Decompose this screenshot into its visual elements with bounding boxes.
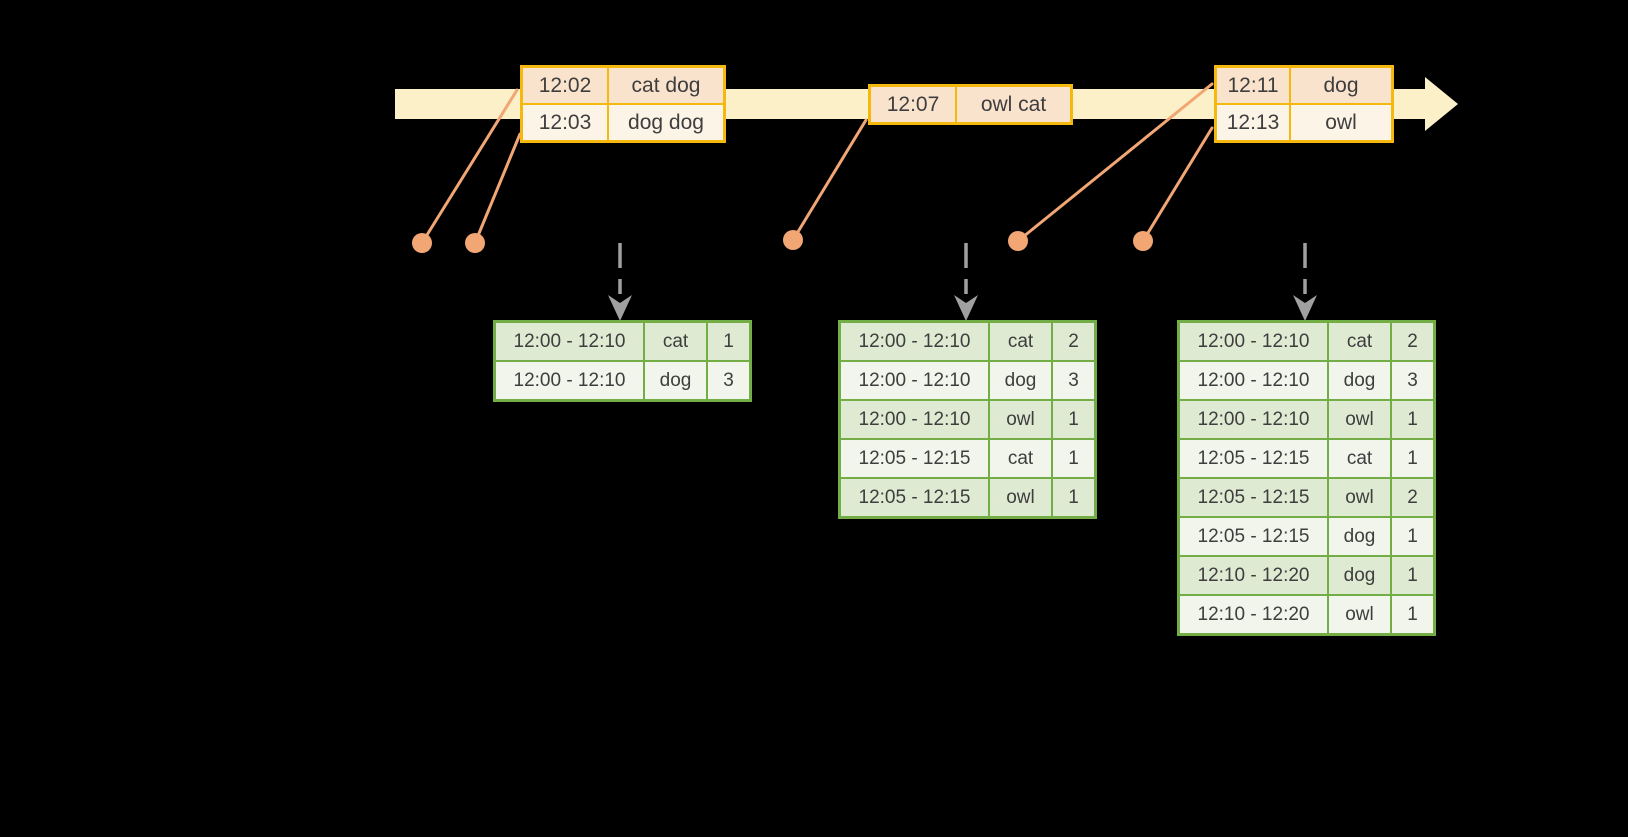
result-cell-window: 12:00 - 12:10 [496, 323, 643, 360]
result-cell-count: 2 [1392, 479, 1433, 516]
event-pointer-line [1016, 82, 1214, 243]
result-cell-count: 1 [1053, 440, 1094, 477]
event-cell-words: dog dog [609, 105, 723, 140]
result-cell-word: cat [645, 323, 706, 360]
result-cell-window: 12:00 - 12:10 [841, 401, 988, 438]
result-cell-word: dog [1329, 557, 1390, 594]
result-cell-count: 3 [1053, 362, 1094, 399]
result-cell-count: 3 [708, 362, 749, 399]
result-cell-word: owl [1329, 401, 1390, 438]
result-cell-word: owl [1329, 479, 1390, 516]
trigger-arrowhead-icon [608, 295, 632, 321]
result-cell-count: 1 [1053, 479, 1094, 516]
event-cell-words: owl [1291, 105, 1391, 140]
result-cell-window: 12:00 - 12:10 [1180, 401, 1327, 438]
event-cell-time: 12:13 [1217, 105, 1289, 140]
event-dot [465, 233, 485, 253]
trigger-arrowhead-icon [1293, 295, 1317, 321]
result-cell-count: 2 [1392, 323, 1433, 360]
event-dot [783, 230, 803, 250]
result-cell-word: owl [1329, 596, 1390, 633]
event-dot [412, 233, 432, 253]
result-cell-window: 12:05 - 12:15 [1180, 479, 1327, 516]
result-cell-word: cat [1329, 323, 1390, 360]
result-cell-count: 3 [1392, 362, 1433, 399]
result-cell-word: dog [1329, 362, 1390, 399]
event-pointer-lines [420, 82, 1214, 245]
timeline-arrowhead-icon [1425, 77, 1458, 131]
result-cell-count: 2 [1053, 323, 1094, 360]
result-cell-window: 12:05 - 12:15 [841, 479, 988, 516]
result-cell-word: cat [1329, 440, 1390, 477]
trigger-arrowhead-icon [954, 295, 978, 321]
result-cell-count: 1 [708, 323, 749, 360]
result-cell-count: 1 [1392, 557, 1433, 594]
event-cell-time: 12:11 [1217, 68, 1289, 103]
event-pointer-line [473, 132, 522, 245]
result-cell-window: 12:10 - 12:20 [1180, 596, 1327, 633]
result-cell-word: dog [990, 362, 1051, 399]
event-pointer-line [1141, 126, 1214, 243]
event-cell-time: 12:07 [871, 87, 955, 122]
event-dot [1133, 231, 1153, 251]
event-dots [412, 230, 1153, 253]
result-cell-window: 12:00 - 12:10 [841, 323, 988, 360]
event-cell-time: 12:02 [523, 68, 607, 103]
result-cell-window: 12:05 - 12:15 [1180, 518, 1327, 555]
result-cell-word: cat [990, 440, 1051, 477]
event-cell-words: cat dog [609, 68, 723, 103]
result-cell-count: 1 [1392, 440, 1433, 477]
result-cell-window: 12:00 - 12:10 [1180, 362, 1327, 399]
result-cell-count: 1 [1392, 596, 1433, 633]
event-pointer-line [420, 88, 519, 245]
event-cell-words: dog [1291, 68, 1391, 103]
result-cell-window: 12:00 - 12:10 [1180, 323, 1327, 360]
result-cell-window: 12:05 - 12:15 [1180, 440, 1327, 477]
trigger-arrows [608, 243, 1317, 321]
event-cell-time: 12:03 [523, 105, 607, 140]
result-cell-count: 1 [1053, 401, 1094, 438]
result-cell-word: owl [990, 401, 1051, 438]
result-cell-count: 1 [1392, 518, 1433, 555]
result-cell-word: dog [1329, 518, 1390, 555]
result-cell-window: 12:10 - 12:20 [1180, 557, 1327, 594]
result-cell-window: 12:05 - 12:15 [841, 440, 988, 477]
result-cell-word: cat [990, 323, 1051, 360]
event-pointer-line [791, 118, 868, 242]
event-cell-words: owl cat [957, 87, 1070, 122]
result-cell-word: owl [990, 479, 1051, 516]
result-cell-count: 1 [1392, 401, 1433, 438]
event-dot [1008, 231, 1028, 251]
result-cell-window: 12:00 - 12:10 [496, 362, 643, 399]
result-cell-word: dog [645, 362, 706, 399]
result-cell-window: 12:00 - 12:10 [841, 362, 988, 399]
